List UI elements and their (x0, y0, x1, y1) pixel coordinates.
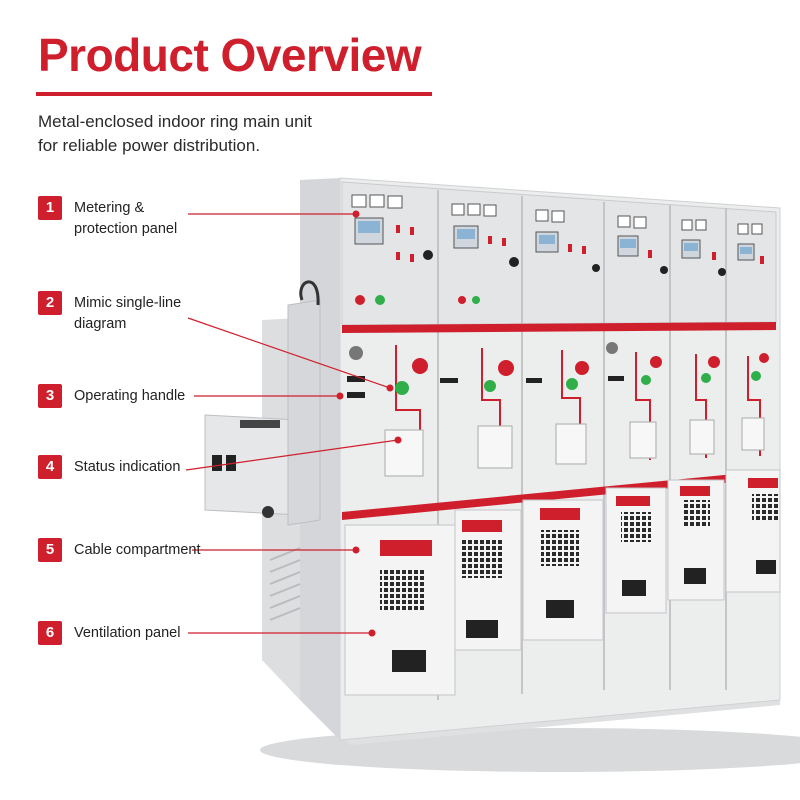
callout-number-badge: 6 (38, 621, 62, 645)
subtitle-line-2: for reliable power distribution. (38, 136, 261, 155)
callout-label: Status indication (74, 457, 180, 478)
subtitle-line-1: Metal-enclosed indoor ring main unit (38, 112, 313, 131)
callout-number-badge: 5 (38, 538, 62, 562)
callout-label: Ventilation panel (74, 623, 180, 644)
callout-label: Cable compartment (74, 540, 201, 561)
callout-label: Operating handle (74, 386, 185, 407)
callout-number-badge: 2 (38, 291, 62, 315)
callout-label-line-1: Status indication (74, 459, 181, 475)
callout-label: Mimic single-line diagram (74, 293, 181, 335)
subtitle: Metal-enclosed indoor ring main unit for… (38, 110, 312, 158)
page-title: Product Overview (38, 29, 422, 81)
callout-label-line-1: Mimic single-line (74, 295, 182, 311)
callout-label-line-1: Ventilation panel (74, 625, 181, 641)
callout-label-line-1: Cable compartment (74, 542, 201, 558)
callout-label-line-2: protection panel (74, 221, 178, 237)
callout-number-badge: 1 (38, 196, 62, 220)
title-underline (36, 92, 432, 96)
callout-number-badge: 4 (38, 455, 62, 479)
callout-label-line-2: diagram (74, 316, 127, 332)
callout-label-line-1: Metering & (74, 200, 145, 216)
callout-label: Metering & protection panel (74, 198, 177, 240)
callout-label-line-1: Operating handle (74, 388, 186, 404)
callout-number-badge: 3 (38, 384, 62, 408)
